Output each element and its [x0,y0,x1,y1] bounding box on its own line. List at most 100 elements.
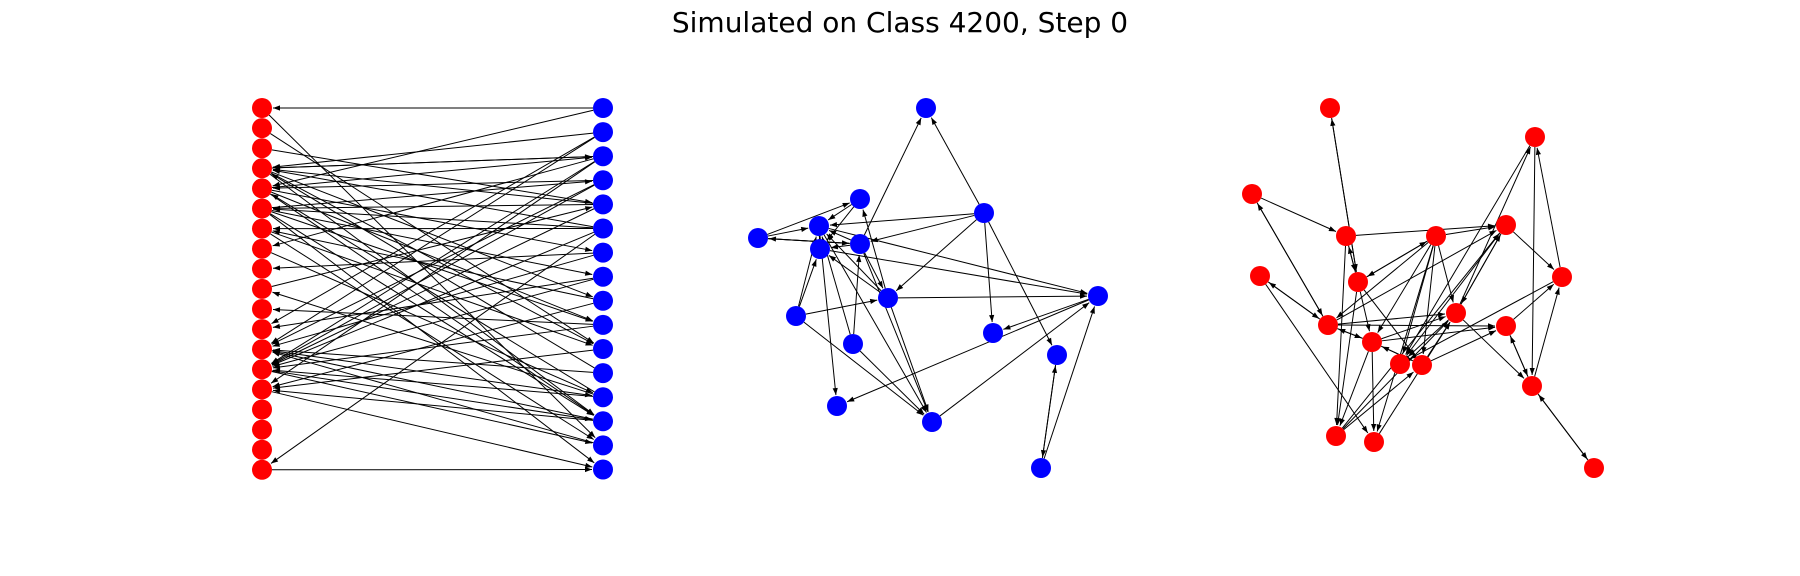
graph-node [593,218,613,239]
graph-edge [1377,244,1432,333]
node-layer [748,98,1108,478]
graph-edge [1330,118,1357,273]
graph-edge [988,221,1053,346]
graph-edge [819,235,838,396]
graph-edge [1529,146,1536,376]
graph-edge [1257,203,1324,317]
graph-edge [1336,241,1429,319]
graph-node [1390,354,1410,374]
graph-edge [272,180,594,191]
edge-layer [1256,117,1589,461]
graph-node [593,314,613,335]
graph-edge [846,299,1089,403]
graph-edge [870,214,975,243]
graph-edge [1367,240,1428,277]
graph-panel-1 [252,98,613,480]
graph-edge [1265,283,1369,434]
graph-edge [1405,145,1531,355]
graph-edge [272,291,594,395]
graph-node [593,411,613,432]
edge-layer [767,117,1096,459]
graph-edge [271,391,593,468]
graph-edge [939,302,1090,417]
graph-node [827,396,847,416]
graph-node [1031,458,1051,478]
graph-edge [1342,320,1449,430]
graph-edge [1427,321,1451,357]
graph-edge [271,370,593,422]
graph-edge [826,206,855,241]
graph-edge [272,168,594,228]
graph-node [593,387,613,408]
graph-node [1336,226,1356,246]
graph-edge [1260,197,1337,232]
graph-node [1525,127,1545,147]
graph-node [593,194,613,215]
graph-edge [271,211,593,322]
graph-panel-3 [1242,98,1604,478]
graph-node [843,334,863,354]
graph-node [252,278,272,299]
graph-edge [805,298,878,315]
graph-node [1348,272,1368,292]
graph-edge [897,293,1088,299]
graph-node [878,288,898,308]
graph-edge [272,325,594,370]
graph-node [593,363,613,384]
graph-node [593,339,613,359]
graph-node [1496,316,1516,336]
graph-edge [1043,306,1096,459]
node-layer [252,98,613,480]
graph-edge [1462,319,1525,379]
graph-edge [767,202,850,235]
graph-edge [271,149,593,205]
graph-edge [272,109,594,187]
graph-node [593,242,613,263]
graph-edge [890,307,929,412]
graph-edge [270,213,594,416]
graph-edge [862,209,886,289]
graph-edge [272,388,594,421]
graph-edge [1534,287,1560,377]
graph-node [1446,303,1466,323]
graph-node [593,170,613,191]
graph-edge [1268,282,1321,320]
graph-edge [270,233,596,464]
figure-title: Simulated on Class 4200, Step 0 [671,6,1129,39]
graph-node [252,399,272,420]
graph-edge [272,225,594,232]
graph-edge [1459,146,1531,305]
graph-edge [271,136,595,325]
graph-edge [272,132,594,169]
graph-edge [1348,246,1356,273]
graph-edge [930,117,980,205]
graph-edge [271,231,593,346]
graph-node [1426,226,1446,246]
graph-node [850,234,870,254]
graph-edge [767,226,809,237]
graph-edge [1406,232,1501,356]
graph-node [1364,432,1384,452]
graph-edge [1438,245,1454,303]
graph-node [593,122,613,143]
graph-edge [271,208,595,365]
graph-node [850,189,870,209]
graph-edge [272,307,594,325]
graph-node [252,299,272,319]
graph-edge [1409,281,1554,360]
graph-edge [864,252,884,289]
graph-edge [1381,325,1496,342]
graph-node [1242,184,1262,204]
graph-edge [270,161,596,384]
graph-edge [272,277,594,329]
graph-panel-2 [748,98,1108,478]
graph-node [809,216,829,236]
graph-node [252,118,272,139]
graph-edge [271,179,593,209]
graph-edge [273,105,593,111]
edge-layer [268,105,596,473]
graph-edge [1040,364,1057,458]
graph-edge [272,349,594,390]
graph-edge [1538,394,1589,461]
